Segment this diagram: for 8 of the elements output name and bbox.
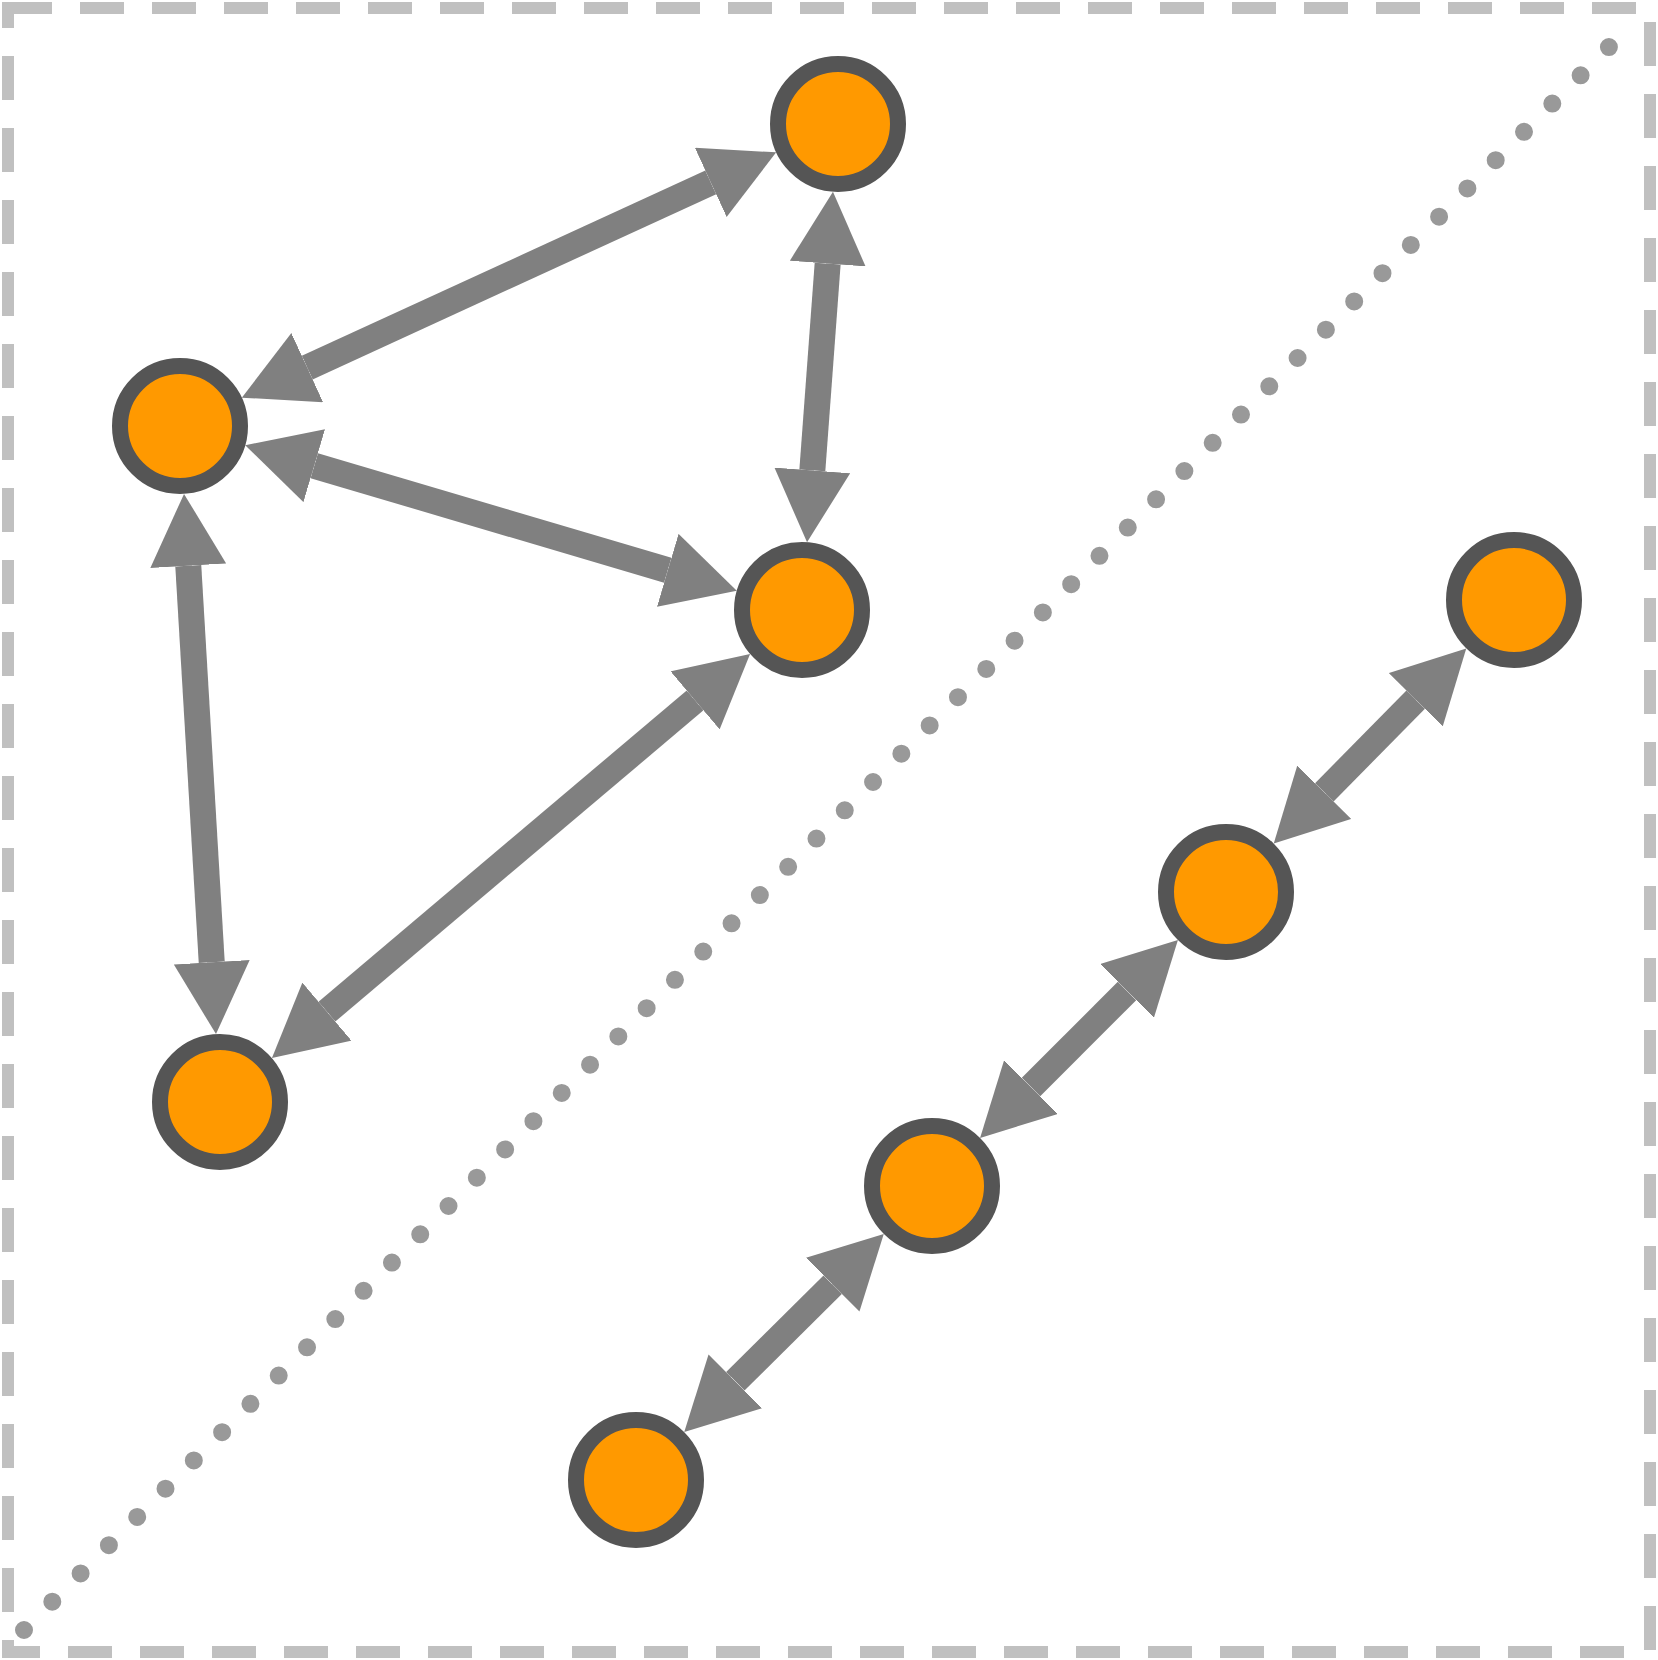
double-arrow [684,1233,884,1433]
double-arrow [150,493,250,1035]
double-arrow [241,147,777,403]
double-arrow [1273,648,1467,844]
double-arrow [271,653,751,1059]
double-arrow [245,429,737,607]
double-arrow [980,940,1178,1138]
double-arrow [774,191,866,543]
